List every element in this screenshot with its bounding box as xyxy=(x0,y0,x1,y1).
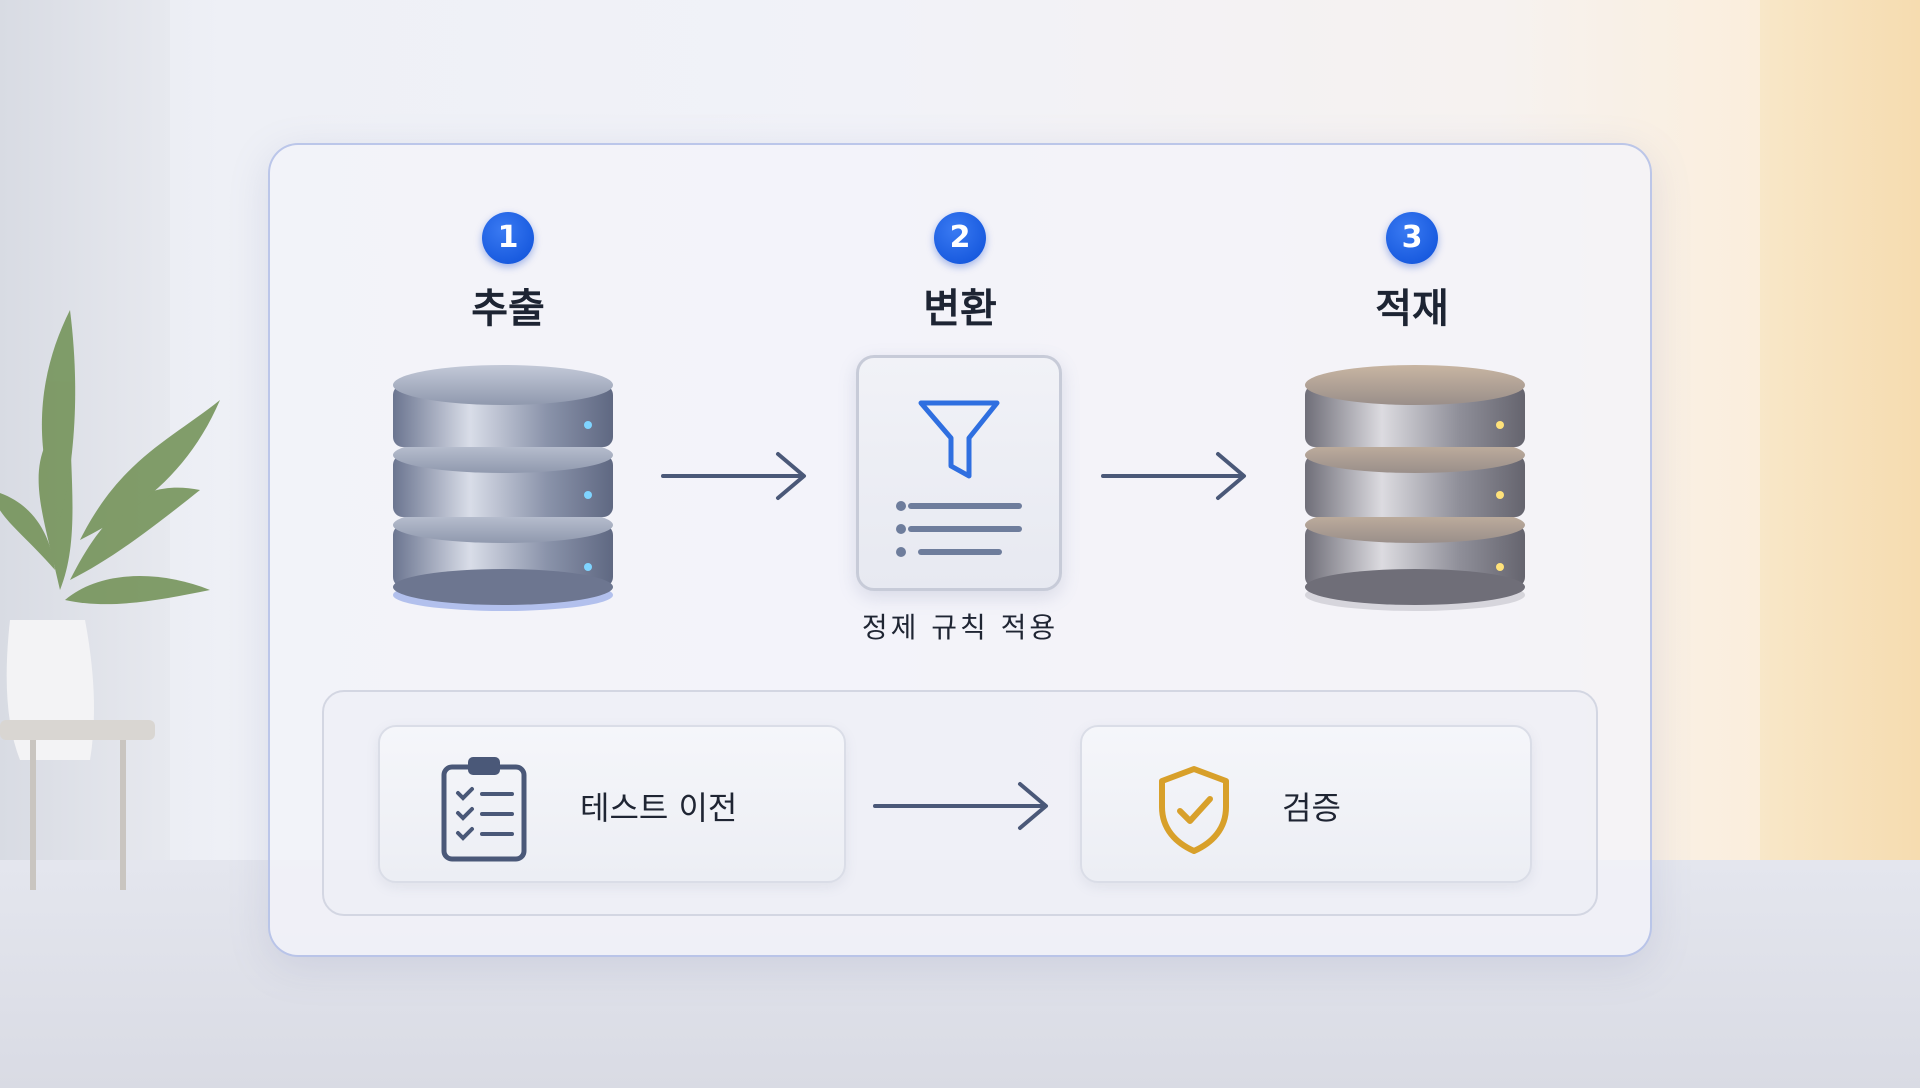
shield-check-icon xyxy=(1159,766,1229,854)
step-title: 적재 xyxy=(1375,286,1449,332)
target-database-icon xyxy=(1305,365,1525,611)
arrow-right-icon xyxy=(873,782,1048,830)
step-number-badge: 3 xyxy=(1386,212,1438,264)
transform-rules-card xyxy=(856,355,1062,591)
plant-decoration xyxy=(0,310,220,760)
verification-label: 검증 xyxy=(1282,789,1341,827)
list-icon xyxy=(908,503,1022,555)
step-load: 3 적재 xyxy=(1262,212,1562,334)
filter-icon xyxy=(896,400,1022,557)
source-database-icon xyxy=(393,365,613,611)
verification-card: 검증 xyxy=(1080,725,1532,883)
step-title: 추출 xyxy=(471,286,545,332)
clipboard-checklist-icon xyxy=(441,757,527,862)
test-migration-label: 테스트 이전 xyxy=(580,789,738,827)
step-transform: 2 변환 xyxy=(810,212,1110,334)
step-extract: 1 추출 xyxy=(358,212,658,334)
arrow-right-icon xyxy=(1101,452,1246,500)
step-number-badge: 2 xyxy=(934,212,986,264)
arrow-right-icon xyxy=(661,452,806,500)
stool-decoration xyxy=(0,720,155,890)
test-migration-card: 테스트 이전 xyxy=(378,725,846,883)
background-window xyxy=(1760,0,1920,860)
step-number-badge: 1 xyxy=(482,212,534,264)
transform-caption: 정제 규칙 적용 xyxy=(861,611,1059,644)
step-title: 변환 xyxy=(923,286,997,332)
